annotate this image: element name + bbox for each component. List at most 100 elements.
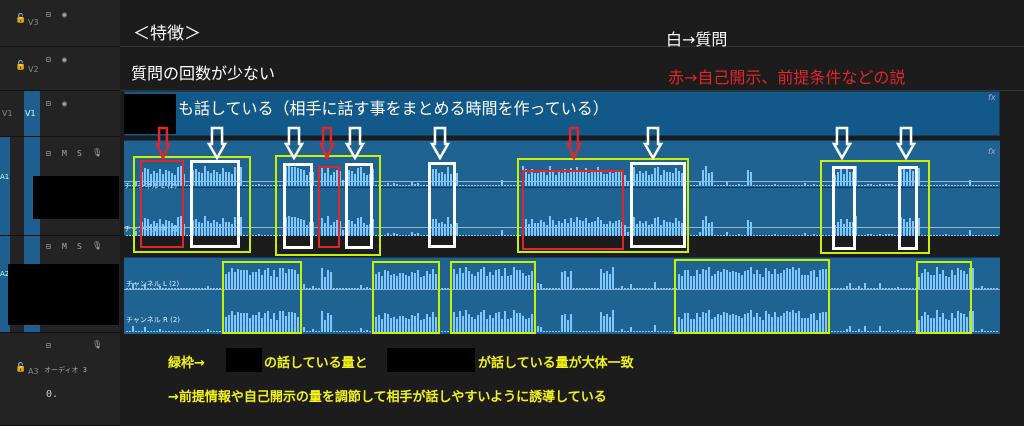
waveform-bar [864,283,866,289]
waveform-bar [153,220,155,236]
waveform-bar [600,219,602,236]
waveform-bar [474,276,476,289]
waveform-bar [270,318,272,332]
waveform-bar [408,235,410,236]
waveform-bar [507,235,509,236]
waveform-bar [417,183,419,186]
waveform-bar [240,270,242,289]
waveform-bar [501,230,503,236]
waveform-bar [468,314,470,332]
mic-icon[interactable]: 🎙 [92,340,103,349]
waveform-bar [903,168,905,186]
waveform-bar [609,274,611,289]
waveform-bar [567,222,569,236]
sync-lock-icon[interactable]: ⊟ [46,341,51,350]
waveform-bar [885,330,887,332]
sync-lock-icon[interactable]: ⊟ [46,10,51,19]
waveform-bar [654,168,656,186]
waveform-bar [786,311,788,332]
waveform-bar [390,317,392,332]
track-name-a3[interactable]: オーディオ 3 [44,366,87,374]
waveform-bar [264,312,266,332]
waveform-bar [498,185,500,186]
solo-button[interactable]: S [77,242,82,251]
waveform-bar [990,288,992,289]
waveform-bar [732,270,734,289]
waveform-bar [369,288,371,289]
sync-lock-icon[interactable]: ⊟ [46,99,51,108]
waveform-bar [744,314,746,332]
track-target-a2[interactable]: A2 [0,236,10,332]
waveform-bar [474,235,476,236]
waveform-bar [189,331,191,332]
waveform-bar [180,288,182,289]
waveform-bar [498,268,500,289]
waveform-bar [786,185,788,186]
waveform-bar [258,269,260,289]
lock-icon[interactable]: 🔓 [15,61,27,71]
waveform-bar [549,287,551,289]
waveform-bar [183,173,185,186]
mic-icon[interactable]: 🎙 [92,241,103,250]
waveform-bar [141,222,143,236]
waveform-bar [957,311,959,332]
waveform-bar [960,270,962,289]
waveform-bar [285,167,287,186]
eye-icon[interactable]: ◉ [62,55,67,64]
waveform-bar [936,267,938,289]
waveform-bar [594,171,596,186]
waveform-bar [570,270,572,289]
waveform-bar [393,273,395,289]
waveform-bar [486,319,488,332]
waveform-bar [813,234,815,236]
waveform-bar [615,331,617,332]
waveform-bar [882,235,884,236]
mute-button[interactable]: M [62,242,67,251]
waveform-bar [279,235,281,236]
eye-icon[interactable]: ◉ [62,10,67,19]
waveform-bar [183,288,185,289]
waveform-bar [135,180,137,186]
waveform-bar [234,272,236,289]
waveform-bar [879,183,881,186]
track-target-v1[interactable]: V1 [24,91,40,136]
waveform-bar [495,269,497,289]
waveform-bar [378,315,380,332]
a2-volume-line-l [124,289,1000,290]
waveform-bar [483,234,485,236]
sync-lock-icon[interactable]: ⊟ [46,242,51,251]
waveform-bar [375,235,377,236]
video-clip-v1[interactable] [124,91,1000,136]
waveform-bar [750,267,752,289]
solo-button[interactable]: S [77,149,82,158]
waveform-bar [708,172,710,186]
waveform-bar [537,283,539,289]
lock-icon[interactable]: 🔓 [15,363,27,373]
waveform-bar [651,331,653,332]
waveform-bar [402,185,404,186]
red-box [522,170,624,250]
sync-lock-icon[interactable]: ⊟ [46,149,51,158]
sync-lock-icon[interactable]: ⊟ [46,55,51,64]
waveform-bar [537,223,539,236]
waveform-bar [903,288,905,289]
fx-icon: fx [988,147,996,156]
waveform-bar [135,288,137,289]
lock-icon[interactable]: 🔓 [15,14,27,24]
waveform-bar [579,331,581,332]
waveform-bar [975,185,977,186]
eye-icon[interactable]: ◉ [62,99,67,108]
white-arrow-icon [283,126,305,160]
waveform-bar [855,331,857,332]
waveform-bar [336,219,338,236]
mic-icon[interactable]: 🎙 [92,148,103,157]
waveform-bar [318,331,320,332]
volume-readout[interactable]: 0. [46,389,59,400]
track-target-a1[interactable]: A1 [0,137,10,235]
waveform-bar [783,185,785,186]
waveform-bar [885,234,887,236]
mute-button[interactable]: M [62,149,67,158]
waveform-bar [420,235,422,236]
white-arrow-icon [831,126,853,160]
waveform-bar [336,169,338,186]
